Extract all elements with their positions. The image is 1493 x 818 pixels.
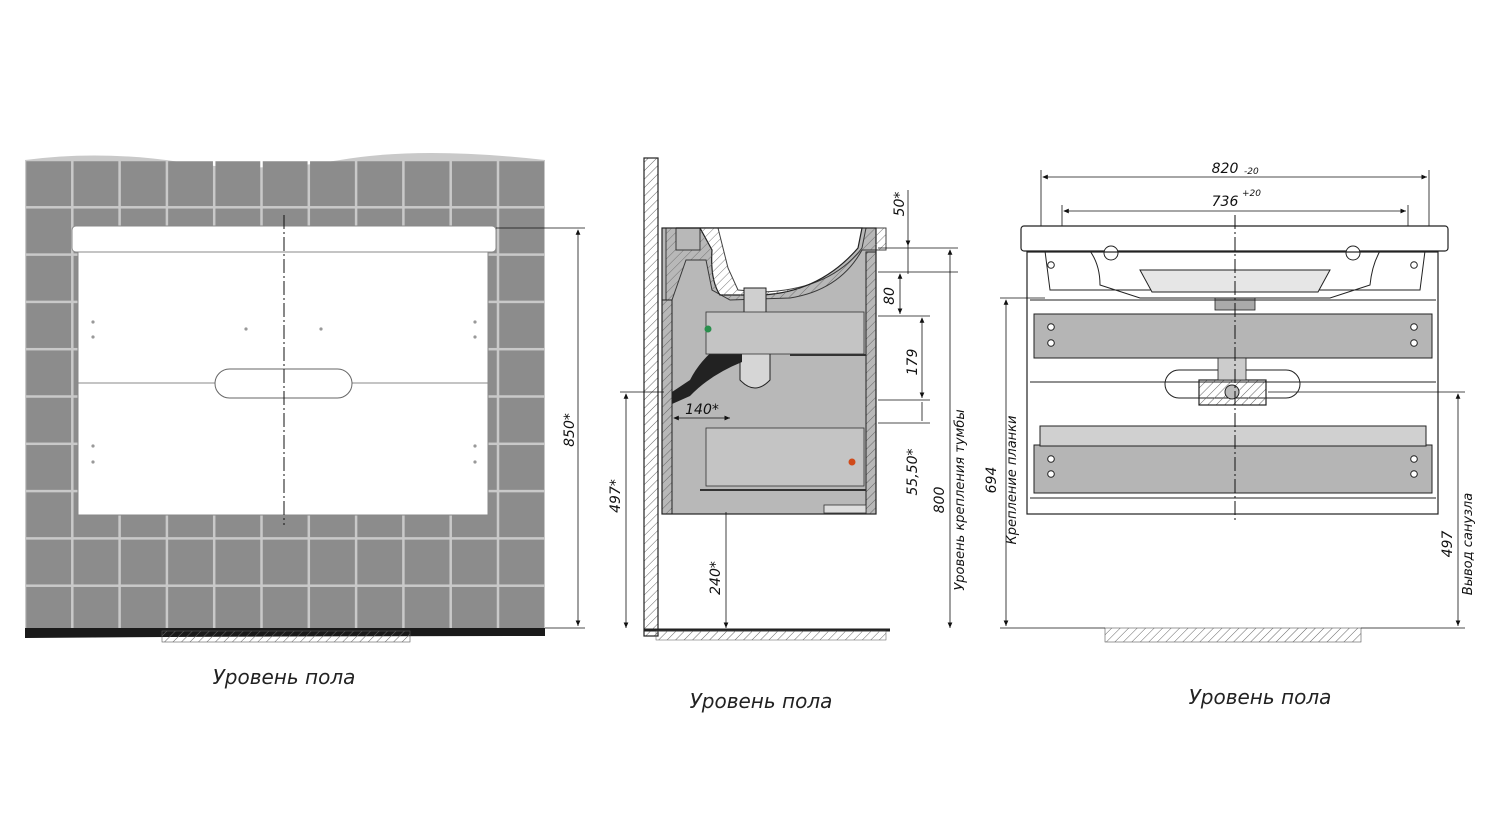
dim-820-text: 820 <box>1212 161 1239 177</box>
dim-736-tol: +20 <box>1242 189 1261 199</box>
wall-tile <box>310 586 355 632</box>
wall-tile <box>26 445 72 490</box>
dim-694-text: 694 <box>984 467 1000 494</box>
upper-drawer-front <box>1033 313 1433 359</box>
floor-level-label: Уровень пола <box>1189 685 1332 709</box>
wall-tile <box>168 586 213 632</box>
wall-tile <box>357 586 403 632</box>
wall-tile <box>499 303 545 348</box>
wall-tile <box>26 586 72 632</box>
section-wall <box>643 157 659 637</box>
tap-hole <box>1103 245 1119 261</box>
wall-tile <box>26 255 72 301</box>
wall-tile <box>26 208 72 254</box>
wall-tile <box>499 208 545 254</box>
wall-tile <box>451 161 497 207</box>
wall-tile <box>73 539 119 585</box>
hinge-dots <box>1047 261 1418 478</box>
wall-tile <box>26 350 72 396</box>
wall-tile <box>404 161 450 207</box>
floor-hatch <box>161 630 411 643</box>
wall-tile <box>404 539 450 585</box>
section-floor-hatch <box>655 630 887 641</box>
basin-outline <box>1044 250 1426 299</box>
wall-tile <box>499 492 545 538</box>
mount-dots <box>91 320 477 464</box>
wall-tile <box>26 492 72 538</box>
dim-5550-text: 55,50* <box>905 448 921 495</box>
wall-tile <box>26 161 72 207</box>
dim-80-text: 80 <box>882 287 898 305</box>
dim-240-text: 240* <box>708 561 724 595</box>
wall-tile <box>73 586 119 632</box>
front-wall-view: 850* Уровень пола <box>25 153 585 689</box>
drain-pipe <box>1217 357 1247 381</box>
wall-tile <box>262 161 308 207</box>
dim-820-tol: -20 <box>1244 167 1259 177</box>
drain-outlet <box>1224 384 1240 400</box>
wall-tile <box>499 161 545 207</box>
wall-tile <box>262 586 308 632</box>
wall-tile <box>357 161 403 207</box>
front-open-view: 820 -20 736 +20 <box>984 161 1476 709</box>
wall-tile <box>357 539 403 585</box>
plank-mount-label: Крепление планки <box>1005 416 1020 545</box>
front-panel <box>865 251 877 515</box>
wall-tile <box>499 397 545 443</box>
wall-tile <box>310 161 355 207</box>
dim-850-text: 850* <box>562 413 578 447</box>
floor-level-label: Уровень пола <box>690 689 833 713</box>
wall-tile <box>215 586 261 632</box>
wall-tile <box>499 255 545 301</box>
wall-tile <box>499 586 545 632</box>
wall-tile <box>168 539 213 585</box>
drain-outlet-label: Вывод санузла <box>1461 493 1476 595</box>
wall-tile <box>26 397 72 443</box>
green-marker <box>704 325 712 333</box>
floor-hatch <box>1104 627 1362 643</box>
dim-179-text: 179 <box>905 349 921 376</box>
dim-140-text: 140* <box>685 402 719 418</box>
drain-hose <box>672 340 742 404</box>
foot-rail <box>823 504 867 514</box>
wall-tile <box>404 586 450 632</box>
wall-tile <box>120 161 166 207</box>
wall-tile <box>451 586 497 632</box>
wall-tile <box>120 586 166 632</box>
wall-tile <box>499 539 545 585</box>
dim-497-text: 497 <box>1440 531 1456 558</box>
wall-tile <box>310 539 355 585</box>
cabinet-carcass <box>1026 251 1439 515</box>
wall-tile <box>215 161 261 207</box>
dim-800-text: 800 <box>932 487 948 514</box>
wall-tile <box>73 161 119 207</box>
side-section-view: 50* 80 179 140* 55,50* 497* 240* 800 Уро… <box>608 157 968 713</box>
wall-tile <box>451 539 497 585</box>
dim-50-text: 50* <box>892 192 908 217</box>
dim-497-text: 497* <box>608 479 624 513</box>
dim-736-text: 736 <box>1212 194 1239 210</box>
wall-tile <box>26 303 72 348</box>
wall-tile <box>499 445 545 490</box>
wall-tile <box>262 539 308 585</box>
orange-marker <box>848 458 856 466</box>
back-panel <box>661 299 673 515</box>
drawer-box-edge <box>1039 425 1427 447</box>
wall-tile <box>120 539 166 585</box>
floor-level-label: Уровень пола <box>213 665 356 689</box>
lower-drawer <box>705 427 865 487</box>
tap-hole <box>1345 245 1361 261</box>
lower-drawer-front <box>1033 444 1433 494</box>
wall-tile <box>168 161 213 207</box>
mount-level-label: Уровень крепления тумбы <box>953 409 968 590</box>
wall-tile <box>26 539 72 585</box>
wall-tile <box>215 539 261 585</box>
upper-drawer <box>705 311 865 355</box>
wall-tile <box>499 350 545 396</box>
